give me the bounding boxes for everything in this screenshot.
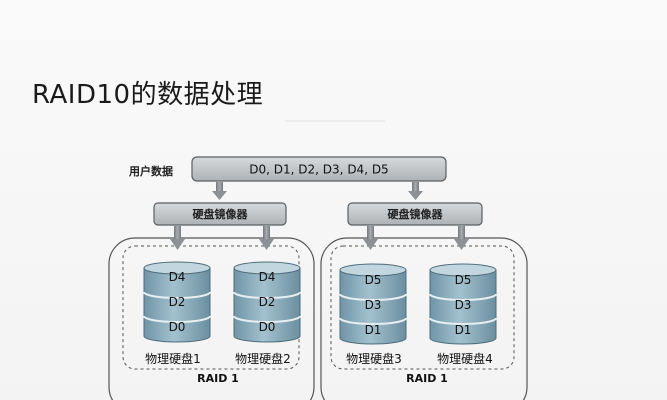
mirror-label-1: 硬盘镜像器 [193,207,249,221]
disk-block: D3 [365,298,382,312]
user-data-label: 用户数据 [129,164,173,178]
physical-disk-4: D5 D3 D1 [429,263,497,345]
disk-block: D4 [169,270,186,284]
physical-disk-1: D4 D2 D0 [143,261,211,343]
disk-block: D1 [365,323,382,337]
slide-title: RAID10的数据处理 [32,80,264,110]
arrow-icon [454,226,469,250]
user-data-bar [191,156,447,182]
disk-block: D5 [365,273,382,287]
mirror-pair-box-2 [330,245,515,370]
raid1-label-2: RAID 1 [406,372,448,385]
disk-label-2: 物理硬盘2 [235,351,291,366]
disk-block: D5 [455,273,472,287]
mirror-label-2: 硬盘镜像器 [388,207,444,221]
physical-disk-3: D5 D3 D1 [339,263,407,345]
arrow-icon [212,182,227,200]
mirror-bar-2 [347,202,483,226]
arrow-icon [408,182,423,200]
disk-block: D4 [259,270,276,284]
disk-label-4: 物理硬盘4 [437,351,493,366]
disk-block: D2 [169,295,186,309]
user-data-value: D0, D1, D2, D3, D4, D5 [249,163,388,177]
disk-block: D0 [259,320,276,334]
raid1-group-box-1 [108,237,315,400]
disk-label-1: 物理硬盘1 [145,351,201,366]
raid1-group-box-2 [320,237,528,400]
raid1-label-1: RAID 1 [197,372,239,385]
arrow-icon [363,226,378,250]
physical-disk-2: D4 D2 D0 [233,261,301,343]
disk-block: D3 [455,298,472,312]
disk-block: D0 [169,320,186,334]
disk-block: D1 [455,323,472,337]
arrow-icon [259,226,274,250]
mirror-bar-1 [153,202,287,226]
arrow-icon [170,226,185,250]
disk-block: D2 [259,295,276,309]
disk-label-3: 物理硬盘3 [346,351,402,366]
